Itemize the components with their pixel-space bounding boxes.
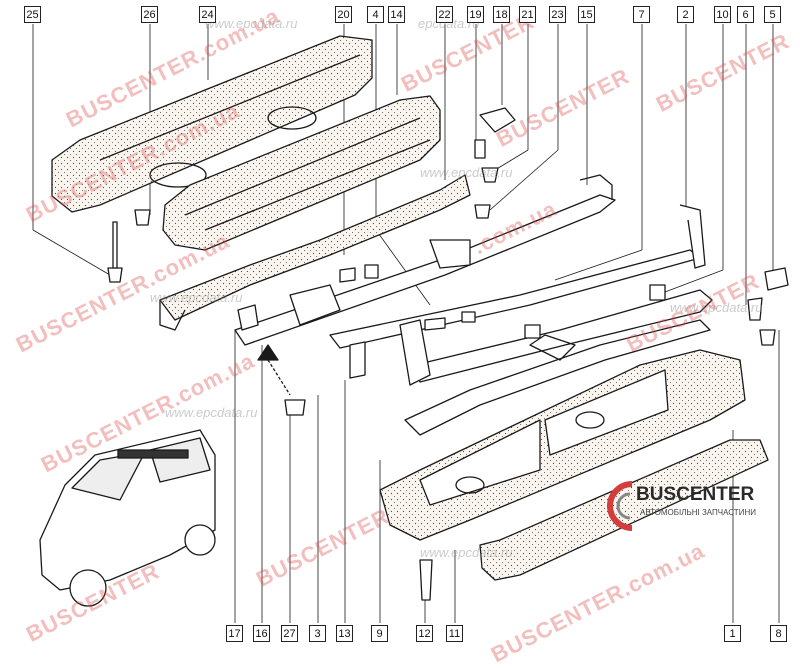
logo-mark-icon <box>607 481 633 531</box>
callout-13[interactable]: 13 <box>336 625 353 642</box>
callout-25[interactable]: 25 <box>24 6 41 23</box>
callout-21[interactable]: 21 <box>519 6 536 23</box>
callout-1[interactable]: 1 <box>724 625 741 642</box>
callout-16[interactable]: 16 <box>253 625 270 642</box>
callout-10[interactable]: 10 <box>714 6 731 23</box>
callout-23[interactable]: 23 <box>549 6 566 23</box>
callout-7[interactable]: 7 <box>633 6 650 23</box>
callout-27[interactable]: 27 <box>281 625 298 642</box>
callout-14[interactable]: 14 <box>388 6 405 23</box>
logo-tagline: АВТОМОБІЛЬНІ ЗАПЧАСТИНИ <box>640 508 756 517</box>
callout-12[interactable]: 12 <box>416 625 433 642</box>
callout-5[interactable]: 5 <box>764 6 781 23</box>
callout-8[interactable]: 8 <box>770 625 787 642</box>
callout-4[interactable]: 4 <box>367 6 384 23</box>
callout-15[interactable]: 15 <box>578 6 595 23</box>
callout-6[interactable]: 6 <box>737 6 754 23</box>
logo-brand: BUSCENTER <box>636 484 755 505</box>
callout-9[interactable]: 9 <box>371 625 388 642</box>
callout-18[interactable]: 18 <box>493 6 510 23</box>
callout-24[interactable]: 24 <box>199 6 216 23</box>
callout-11[interactable]: 11 <box>446 625 463 642</box>
callout-17[interactable]: 17 <box>226 625 243 642</box>
callout-22[interactable]: 22 <box>436 6 453 23</box>
callout-26[interactable]: 26 <box>141 6 158 23</box>
callout-3[interactable]: 3 <box>309 625 326 642</box>
callout-19[interactable]: 19 <box>467 6 484 23</box>
leader-lines <box>32 24 780 623</box>
buscenter-logo: BUSCENTER АВТОМОБІЛЬНІ ЗАПЧАСТИНИ <box>600 476 790 546</box>
callout-2[interactable]: 2 <box>677 6 694 23</box>
callout-20[interactable]: 20 <box>335 6 352 23</box>
